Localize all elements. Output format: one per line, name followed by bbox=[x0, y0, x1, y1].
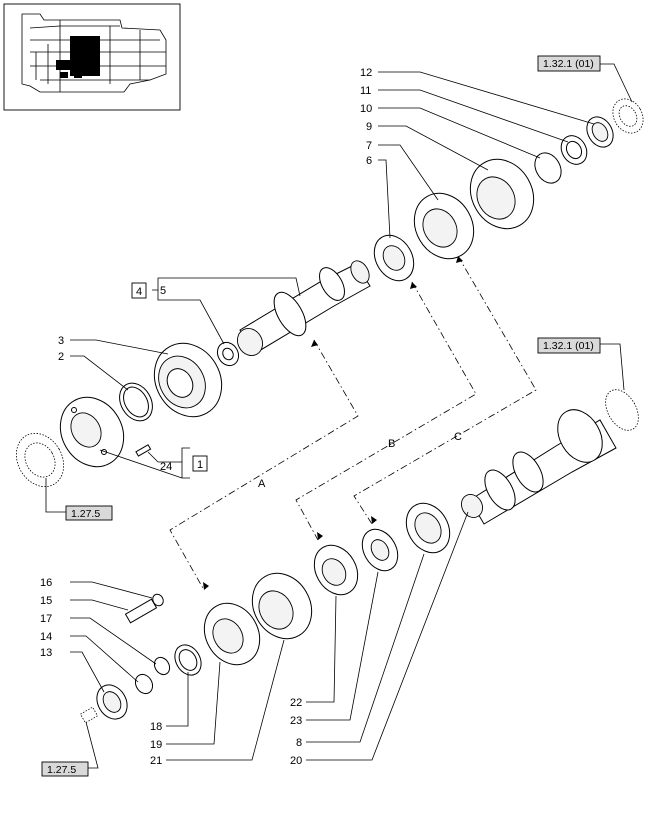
part-16-ring[interactable] bbox=[151, 592, 166, 607]
label-6: 6 bbox=[366, 155, 372, 167]
part-13-needle-bearing[interactable] bbox=[91, 679, 133, 724]
label-19: 19 bbox=[150, 739, 162, 751]
label-10: 10 bbox=[360, 103, 372, 115]
ref-label-bottom-left: 1.27.5 bbox=[47, 764, 76, 776]
label-3: 3 bbox=[58, 335, 64, 347]
label-11: 11 bbox=[360, 85, 371, 97]
assembly-path-c bbox=[353, 255, 537, 525]
part-5-bushing[interactable] bbox=[213, 339, 242, 370]
ref-label-left: 1.27.5 bbox=[71, 508, 100, 520]
part-19-gear[interactable] bbox=[193, 593, 270, 674]
path-label-b: B bbox=[388, 438, 395, 450]
part-24-pin[interactable] bbox=[135, 444, 152, 457]
part-17-circlip[interactable] bbox=[151, 655, 172, 678]
label-14: 14 bbox=[40, 631, 52, 643]
label-8: 8 bbox=[296, 737, 302, 749]
part-12-needle-bearing[interactable] bbox=[582, 112, 619, 152]
part-14-ring[interactable] bbox=[132, 671, 156, 696]
ref-gear-left[interactable] bbox=[7, 425, 73, 495]
part-1-flange[interactable] bbox=[48, 386, 136, 478]
label-9: 9 bbox=[366, 121, 372, 133]
part-11-washer[interactable] bbox=[556, 131, 592, 169]
label-17: 17 bbox=[40, 613, 52, 625]
label-4: 4 bbox=[136, 286, 142, 298]
label-23: 23 bbox=[290, 715, 302, 727]
label-20: 20 bbox=[290, 755, 302, 767]
part-15-pin[interactable] bbox=[124, 598, 158, 624]
label-18: 18 bbox=[150, 721, 162, 733]
ref-label-top-right: 1.32.1 (01) bbox=[543, 58, 594, 70]
ref-label-mid-right: 1.32.1 (01) bbox=[543, 340, 594, 352]
leader-lines bbox=[45, 63, 633, 769]
locator-thumbnail[interactable] bbox=[3, 3, 181, 111]
label-12: 12 bbox=[360, 67, 372, 79]
label-2: 2 bbox=[58, 351, 64, 363]
part-4-upper-shaft[interactable] bbox=[233, 258, 373, 361]
assembly-path-b bbox=[295, 281, 477, 541]
label-13: 13 bbox=[40, 647, 52, 659]
ref-pin-bottom-left[interactable] bbox=[79, 706, 99, 724]
label-21: 21 bbox=[150, 755, 162, 767]
part-21-synchro[interactable] bbox=[241, 563, 323, 650]
ref-box-bottom-left[interactable]: 1.27.5 bbox=[41, 761, 89, 777]
ref-box-left[interactable]: 1.27.5 bbox=[65, 505, 113, 521]
ref-bevel-gear-mid-right[interactable] bbox=[599, 384, 645, 436]
label-22: 22 bbox=[290, 697, 302, 709]
part-2-circlip[interactable] bbox=[113, 377, 159, 427]
label-5: 5 bbox=[160, 285, 166, 297]
path-label-a: A bbox=[258, 478, 266, 490]
part-9-synchro-hub[interactable] bbox=[458, 148, 546, 240]
part-18-snap-ring[interactable] bbox=[170, 640, 207, 680]
ref-box-top-right[interactable]: 1.32.1 (01) bbox=[537, 55, 601, 72]
ref-box-mid-right[interactable]: 1.32.1 (01) bbox=[537, 337, 601, 354]
part-lower-shaft[interactable] bbox=[457, 402, 617, 525]
ref-bearing-top-right[interactable] bbox=[607, 93, 649, 138]
label-7: 7 bbox=[366, 140, 372, 152]
part-number-labels: 12 11 10 9 7 6 4 5 3 2 24 1 16 15 17 14 … bbox=[40, 67, 372, 767]
assembly-path-a bbox=[169, 339, 359, 591]
part-3-bearing[interactable] bbox=[141, 331, 234, 429]
part-22-gear[interactable] bbox=[306, 537, 367, 602]
label-16: 16 bbox=[40, 577, 52, 589]
label-15: 15 bbox=[40, 595, 52, 607]
part-23-gear[interactable] bbox=[355, 523, 405, 577]
part-6-gear[interactable] bbox=[366, 228, 421, 288]
part-8-bearing[interactable] bbox=[398, 495, 459, 560]
path-label-c: C bbox=[454, 431, 462, 443]
label-24: 24 bbox=[160, 461, 172, 473]
part-7-gear[interactable] bbox=[403, 183, 485, 270]
label-1: 1 bbox=[197, 459, 203, 471]
part-10-snap-ring[interactable] bbox=[530, 148, 567, 188]
